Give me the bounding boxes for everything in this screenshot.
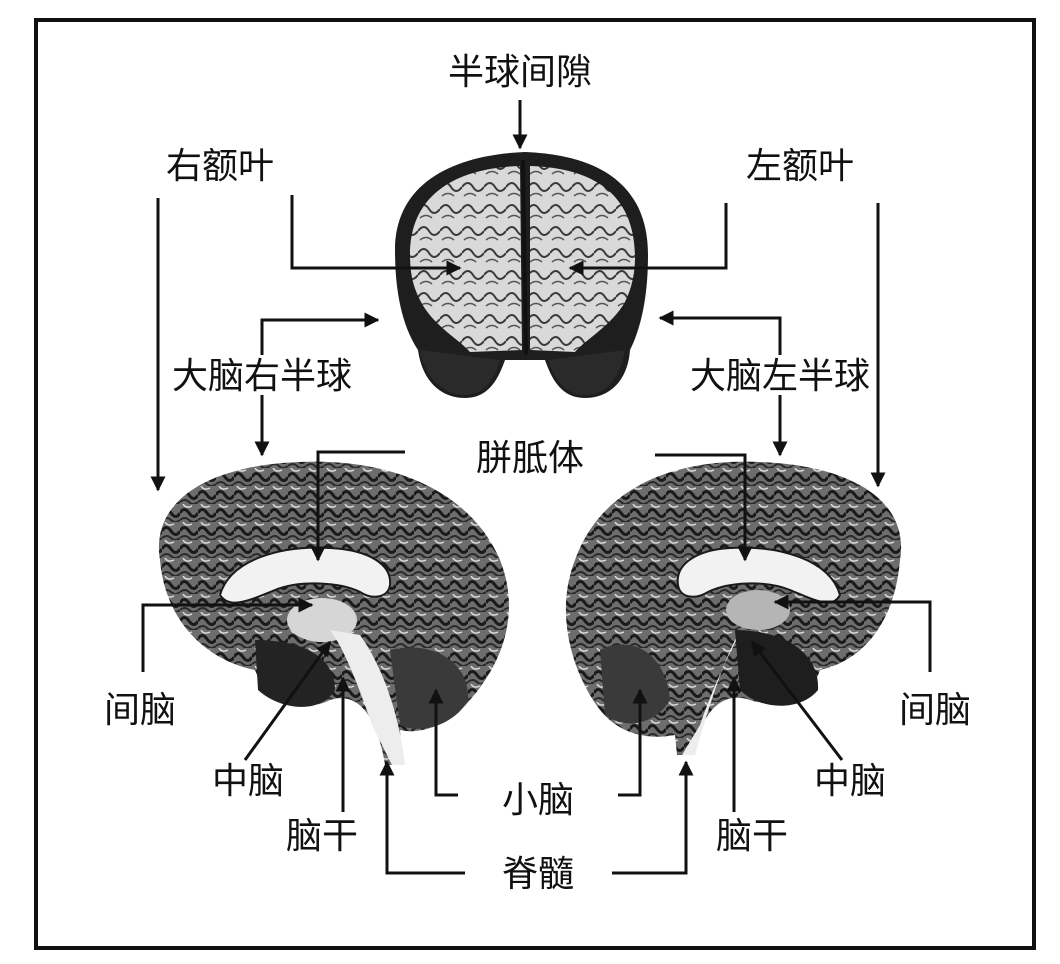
figure-frame bbox=[34, 18, 1036, 950]
label-hemispheric-fissure: 半球间隙 bbox=[448, 52, 592, 93]
label-midbrain-right: 中脑 bbox=[814, 761, 886, 802]
label-brainstem-right: 脑干 bbox=[716, 816, 788, 857]
label-diencephalon-right: 间脑 bbox=[899, 690, 971, 731]
left-hemisphere-medial-image bbox=[565, 461, 902, 755]
cerebellum-left-arrow bbox=[428, 688, 458, 797]
frontal-brain-image bbox=[395, 152, 648, 398]
midbrain-right-arrow bbox=[750, 640, 844, 761]
label-diencephalon-left: 间脑 bbox=[104, 690, 176, 731]
corpus-callosum-right-arrow bbox=[655, 453, 753, 562]
connector-lines bbox=[141, 100, 932, 875]
spinal-cord-left-arrow bbox=[379, 760, 465, 875]
label-corpus-callosum: 胼胝体 bbox=[476, 438, 584, 479]
cerebellum-right-arrow bbox=[618, 688, 648, 797]
spinal-cord-right-arrow bbox=[612, 760, 694, 875]
label-spinal-cord: 脊髓 bbox=[502, 854, 574, 895]
label-left-hemisphere: 大脑左半球 bbox=[690, 356, 870, 397]
label-left-frontal-lobe: 左额叶 bbox=[746, 146, 854, 187]
label-midbrain-left: 中脑 bbox=[212, 761, 284, 802]
label-right-hemisphere: 大脑右半球 bbox=[172, 356, 352, 397]
right-hemisphere-up-arrow bbox=[260, 312, 380, 355]
left-frontal-arrow bbox=[568, 203, 728, 276]
label-right-frontal-lobe: 右额叶 bbox=[166, 146, 274, 187]
diencephalon-right-arrow bbox=[773, 594, 932, 672]
right-hemisphere-medial-image bbox=[158, 461, 509, 765]
diencephalon-left-arrow bbox=[141, 597, 314, 672]
corpus-callosum-left-arrow bbox=[310, 450, 405, 562]
right-frontal-arrow bbox=[290, 195, 462, 276]
label-brainstem-left: 脑干 bbox=[286, 816, 358, 857]
midbrain-left-arrow bbox=[243, 640, 332, 761]
left-hemisphere-up-arrow bbox=[658, 310, 782, 355]
labels: 半球间隙 右额叶 左额叶 大脑右半球 大脑左半球 胼胝体 间脑 间脑 中脑 中脑… bbox=[104, 52, 971, 895]
label-cerebellum: 小脑 bbox=[502, 780, 574, 821]
